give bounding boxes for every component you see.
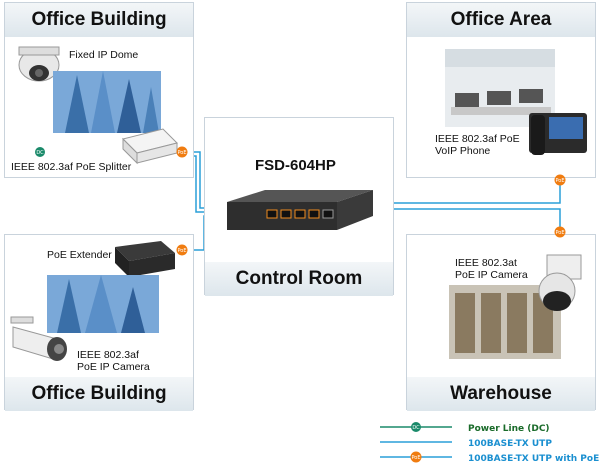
panel-title: Office Building xyxy=(5,3,193,37)
poe-badge: PoE xyxy=(176,146,188,158)
svg-text:DC: DC xyxy=(36,150,44,156)
poe-badge: PoE xyxy=(176,244,188,256)
legend-label: Power Line (DC) xyxy=(468,424,550,434)
poe-badge: PoE xyxy=(554,174,566,186)
poe-splitter-icon xyxy=(122,128,178,165)
label-voip-1: IEEE 802.3af PoE xyxy=(435,133,520,145)
link-right-top xyxy=(366,180,561,204)
ptz-camera-icon xyxy=(538,254,582,311)
panel-office-building-bottom: PoE Extender IEEE 802.3af PoE IP Camera … xyxy=(4,234,194,411)
building-photo-icon xyxy=(53,71,161,133)
label-bl-camera-2: PoE IP Camera xyxy=(77,361,150,373)
office-photo-icon xyxy=(445,49,555,127)
dc-badge: DC xyxy=(35,147,45,157)
poe-extender-icon xyxy=(115,241,175,277)
svg-text:PoE: PoE xyxy=(177,248,186,254)
dome-camera-icon xyxy=(18,46,60,82)
panel-control-room: FSD-604HP Control Room xyxy=(204,117,394,296)
panel-warehouse: IEEE 802.3at PoE IP Camera Warehouse xyxy=(406,234,596,411)
svg-text:PoE: PoE xyxy=(555,230,564,236)
panel-office-area: Office Area IEEE 802.3af PoE VoIP Phone xyxy=(406,2,596,178)
bullet-camera-icon xyxy=(10,316,67,361)
panel-title: Office Building xyxy=(5,377,193,411)
switch-icon xyxy=(227,190,373,230)
link-right-bottom xyxy=(366,208,561,232)
label-poe-extender: PoE Extender xyxy=(47,249,112,261)
label-fixed-ip-dome: Fixed IP Dome xyxy=(69,49,139,61)
svg-text:PoE: PoE xyxy=(411,455,420,461)
panel-title: Office Area xyxy=(407,3,595,37)
svg-text:DC: DC xyxy=(412,425,420,431)
svg-text:PoE: PoE xyxy=(177,150,186,156)
legend-label: 100BASE-TX UTP xyxy=(468,439,552,449)
label-wh-camera-2: PoE IP Camera xyxy=(455,269,528,281)
svg-text:PoE: PoE xyxy=(555,178,564,184)
label-bl-camera-1: IEEE 802.3af xyxy=(77,349,139,361)
legend-item-utp-poe: PoE 100BASE-TX UTP with PoE xyxy=(380,451,599,464)
poe-badge: PoE xyxy=(554,226,566,238)
label-wh-camera-1: IEEE 802.3at xyxy=(455,257,517,269)
legend-label: 100BASE-TX UTP with PoE xyxy=(468,454,599,464)
panel-title: Warehouse xyxy=(407,377,595,411)
panel-office-building-top: Office Building Fixed IP Dome IEEE 802.3… xyxy=(4,2,194,178)
building-photo-icon xyxy=(47,275,159,333)
label-voip-2: VoIP Phone xyxy=(435,145,491,157)
label-poe-splitter: IEEE 802.3af PoE Splitter xyxy=(11,161,132,173)
voip-phone-icon xyxy=(529,113,587,155)
switch-model-label: FSD-604HP xyxy=(255,157,336,174)
panel-title: Control Room xyxy=(205,262,393,296)
legend-item-utp: 100BASE-TX UTP xyxy=(380,439,552,449)
legend-item-dc: DC Power Line (DC) xyxy=(380,422,550,434)
